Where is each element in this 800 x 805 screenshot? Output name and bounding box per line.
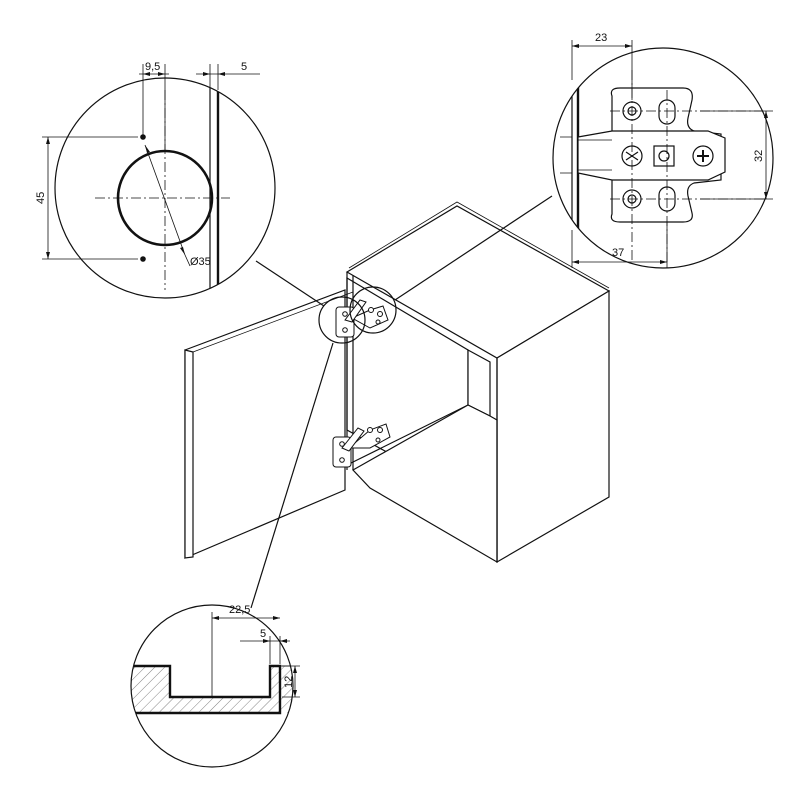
- lower-hinge: [332, 423, 391, 468]
- detail-frame-section: [130, 604, 294, 768]
- upper-hinge: [335, 299, 389, 338]
- dim-edge-offset: 9,5: [145, 61, 160, 73]
- callout-ring-cup: [318, 296, 366, 344]
- dim-edge-gap: 5: [241, 61, 247, 73]
- dim-hole-offset: 23: [595, 32, 607, 44]
- cup-hole-circle: [116, 149, 214, 247]
- dim-hole-pitch: 45: [35, 192, 47, 204]
- dim-plate-pitch: 32: [753, 150, 765, 162]
- cabinet-door: [184, 289, 354, 559]
- leader-line-section: [250, 342, 334, 609]
- dim-cup-depth: 12: [283, 676, 295, 688]
- diameter-leader: [144, 144, 186, 256]
- dim-section-edge-gap: 5: [260, 628, 266, 640]
- detail-cup-hole: Ø35 9,5 5 45: [35, 61, 276, 299]
- leader-line-plate: [394, 195, 553, 301]
- detail-frame-plate: [552, 47, 774, 269]
- detail-mounting-plate: 23 37 32: [552, 32, 774, 269]
- detail-frame-cup: [54, 77, 276, 299]
- leader-line-cup: [255, 260, 325, 307]
- detail-cup-section: 22,5 5 12: [130, 604, 300, 768]
- cabinet: [345, 201, 611, 564]
- pilot-hole-bottom: [140, 256, 146, 262]
- hinge-arm: [577, 130, 726, 181]
- dim-plate-offset: 37: [612, 247, 624, 259]
- callout-ring-plate: [349, 286, 397, 334]
- dim-cup-diameter: Ø35: [190, 256, 211, 268]
- door-section-hatch: [131, 666, 293, 713]
